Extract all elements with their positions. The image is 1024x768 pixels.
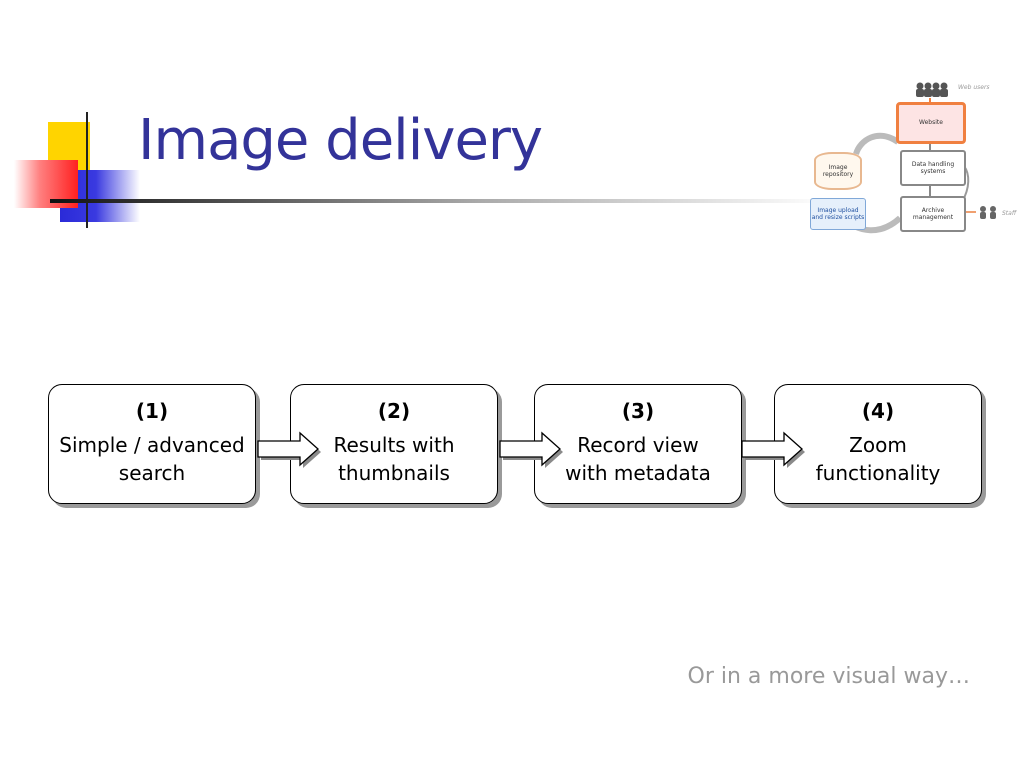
title-underline xyxy=(50,199,830,203)
step-label-line1: Simple / advanced xyxy=(59,433,245,457)
arrow-right-icon xyxy=(741,431,805,468)
step-label-line2: thumbnails xyxy=(338,461,450,485)
thumbnail-website-box: Website xyxy=(896,102,966,144)
step-number: (4) xyxy=(861,399,895,423)
staff-icon xyxy=(980,206,996,219)
step-label-line2: search xyxy=(118,461,186,485)
step-label-line1: Zoom xyxy=(849,433,907,457)
step-number: (1) xyxy=(135,399,169,423)
flow-step-3: (3) Record view with metadata xyxy=(534,384,742,504)
step-label-line2: with metadata xyxy=(565,461,711,485)
thumbnail-repository-box: Image repository xyxy=(814,152,862,190)
flow-step-2: (2) Results with thumbnails xyxy=(290,384,498,504)
thumbnail-archive-box: Archive management xyxy=(900,196,966,232)
step-label-line1: Results with xyxy=(333,433,455,457)
arrow-right-icon xyxy=(257,431,321,468)
arrow-right-icon xyxy=(499,431,563,468)
vertical-rule xyxy=(86,112,88,228)
page-title: Image delivery xyxy=(138,108,543,173)
step-number: (2) xyxy=(377,399,411,423)
web-users-icon xyxy=(916,82,948,97)
architecture-thumbnail: Website Data handling systems Archive ma… xyxy=(808,78,1018,253)
step-label-line1: Record view xyxy=(577,433,699,457)
thumbnail-connectors xyxy=(852,82,996,234)
thumbnail-data-handling-box: Data handling systems xyxy=(900,150,966,186)
footer-caption: Or in a more visual way… xyxy=(687,664,970,689)
flow-step-4: (4) Zoom functionality xyxy=(774,384,982,504)
thumbnail-staff-label: Staff xyxy=(1002,210,1017,217)
thumbnail-scripts-box: Image upload and resize scripts xyxy=(810,198,866,230)
step-number: (3) xyxy=(621,399,655,423)
step-label-line2: functionality xyxy=(815,461,941,485)
flow-step-1: (1) Simple / advanced search xyxy=(48,384,256,504)
thumbnail-web-users-label: Web users xyxy=(958,84,990,91)
